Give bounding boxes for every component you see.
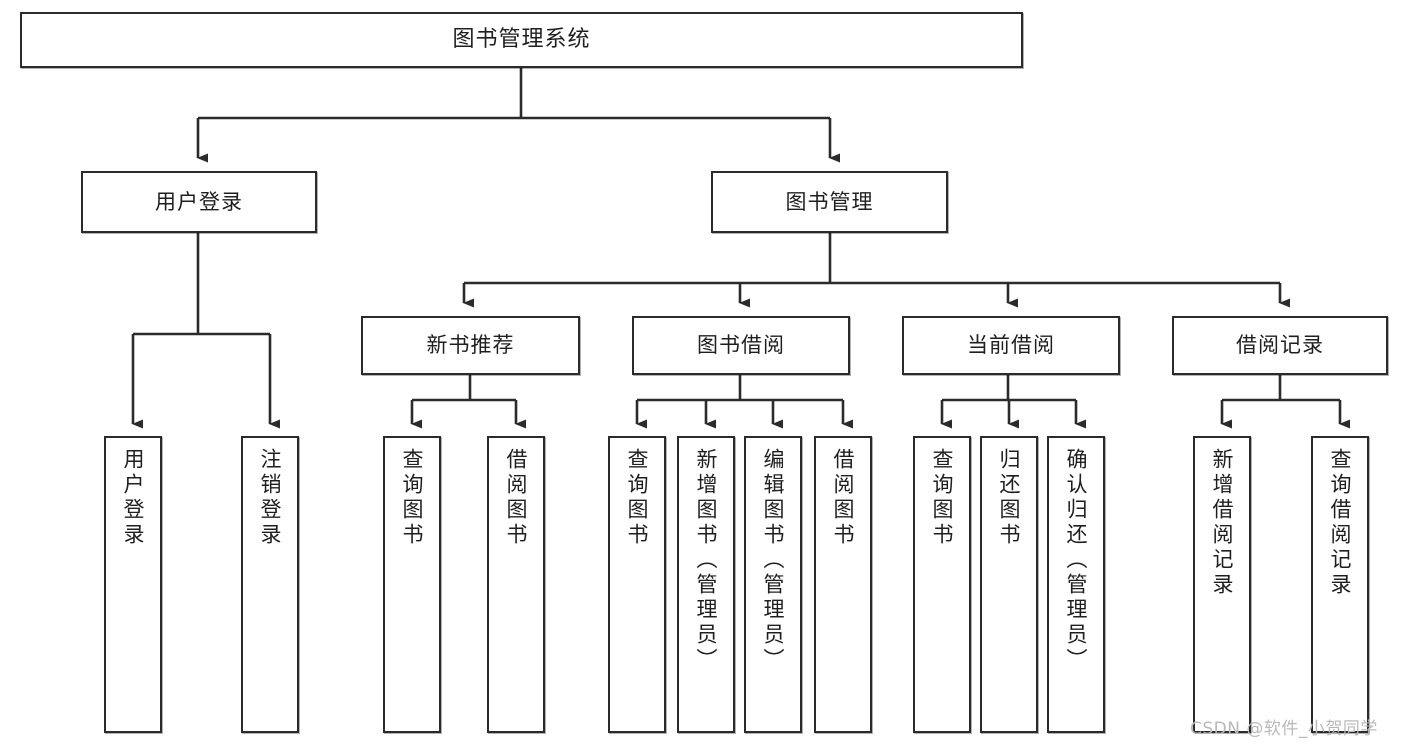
leaf-confirm-return-label: 确认归还（管理员） [1064, 448, 1089, 673]
leaf-borrow-book-2-label: 借阅图书 [831, 448, 856, 548]
leaf-query-book-1-label: 查询图书 [400, 448, 425, 548]
node-user-login[interactable]: 用户登录 [81, 171, 317, 233]
leaf-borrow-book-2[interactable]: 借阅图书 [814, 436, 872, 733]
leaf-borrow-book-1[interactable]: 借阅图书 [487, 436, 545, 733]
leaf-query-book-1[interactable]: 查询图书 [383, 436, 441, 733]
leaf-query-book-2[interactable]: 查询图书 [608, 436, 666, 733]
leaf-return-book[interactable]: 归还图书 [980, 436, 1038, 733]
node-book-borrow[interactable]: 图书借阅 [632, 316, 850, 375]
node-borrow-record[interactable]: 借阅记录 [1172, 316, 1388, 375]
leaf-logout-login[interactable]: 注销登录 [241, 436, 299, 733]
leaf-return-book-label: 归还图书 [997, 448, 1022, 548]
leaf-logout-login-label: 注销登录 [258, 448, 283, 548]
node-current-borrow[interactable]: 当前借阅 [902, 316, 1120, 375]
node-book-manage-label: 图书管理 [785, 189, 874, 214]
node-book-borrow-label: 图书借阅 [697, 333, 785, 358]
leaf-confirm-return[interactable]: 确认归还（管理员） [1047, 436, 1105, 733]
node-new-book-recommend[interactable]: 新书推荐 [361, 316, 580, 375]
leaf-query-book-2-label: 查询图书 [625, 448, 650, 548]
leaf-query-record[interactable]: 查询借阅记录 [1311, 436, 1369, 733]
leaf-query-record-label: 查询借阅记录 [1328, 448, 1353, 598]
node-borrow-record-label: 借阅记录 [1236, 333, 1324, 358]
leaf-add-book[interactable]: 新增图书（管理员） [677, 436, 735, 733]
leaf-add-record-label: 新增借阅记录 [1210, 448, 1235, 598]
leaf-edit-book[interactable]: 编辑图书（管理员） [744, 436, 802, 733]
node-root[interactable]: 图书管理系统 [20, 12, 1023, 68]
node-root-label: 图书管理系统 [452, 27, 591, 53]
leaf-query-book-3-label: 查询图书 [930, 448, 955, 548]
node-book-manage[interactable]: 图书管理 [711, 171, 948, 233]
leaf-query-book-3[interactable]: 查询图书 [913, 436, 971, 733]
leaf-add-record[interactable]: 新增借阅记录 [1193, 436, 1251, 733]
leaf-edit-book-label: 编辑图书（管理员） [761, 448, 786, 673]
csdn-watermark: CSDN @软件_小贺同学 [1190, 719, 1378, 739]
leaf-add-book-label: 新增图书（管理员） [694, 448, 719, 673]
leaf-user-login[interactable]: 用户登录 [104, 436, 162, 733]
leaf-borrow-book-1-label: 借阅图书 [504, 448, 529, 548]
leaf-user-login-label: 用户登录 [121, 448, 146, 548]
node-current-borrow-label: 当前借阅 [967, 333, 1055, 358]
node-user-login-label: 用户登录 [155, 189, 243, 214]
node-new-book-recommend-label: 新书推荐 [426, 333, 515, 358]
